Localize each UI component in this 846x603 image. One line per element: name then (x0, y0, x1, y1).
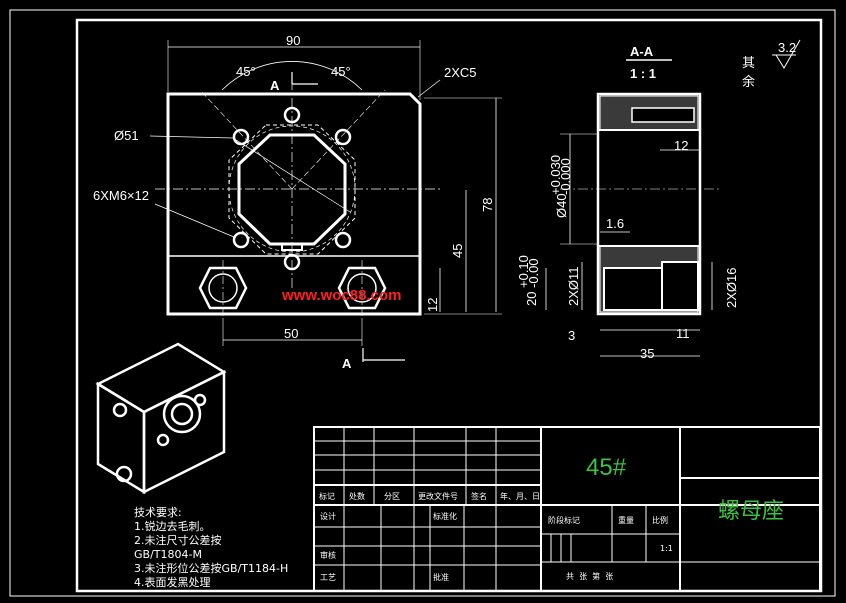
header-date: 年、月、日 (500, 491, 540, 501)
dim-width: 90 (286, 33, 300, 48)
label-process: 工艺 (320, 573, 336, 582)
header-count: 处数 (349, 491, 365, 501)
roughness-symbol (772, 39, 801, 69)
angle-arc (221, 61, 363, 91)
surface-label-1: 其 (742, 56, 755, 71)
title-block (313, 426, 821, 592)
material: 45# (586, 454, 627, 481)
dim-hole-tol-upper: +0.10 (516, 255, 531, 288)
dim-hole-small: 2XØ11 (566, 266, 581, 306)
part-name: 螺母座 (718, 499, 784, 524)
section-mark-bottom: A (342, 356, 352, 371)
angle-line-right (291, 89, 386, 190)
dim-hole-circle: Ø51 (114, 128, 139, 143)
section-view (545, 92, 720, 357)
angle-line-left (199, 89, 293, 190)
label-standardize: 标准化 (433, 511, 457, 521)
dim-hole-tol-lower: -0.00 (526, 258, 541, 288)
part-outline (166, 92, 422, 316)
dim-chamfer: 2XC5 (444, 65, 477, 80)
dim-hole-small-pos: 20 (524, 292, 539, 306)
dim-angle-right: 45° (331, 64, 351, 79)
section-title: A-A (630, 44, 654, 59)
dim-total-width: 35 (640, 346, 654, 361)
header-sign: 签名 (471, 491, 487, 501)
threaded-holes (232, 106, 352, 271)
isometric-view (95, 342, 227, 495)
section-mark-top: A (270, 78, 280, 93)
dim-offset: 3 (568, 328, 575, 343)
notes-title: 技术要求: (134, 506, 182, 519)
dim-bore-tol-upper: +0.030 (548, 155, 563, 195)
notes-line3: GB/T1804-M (134, 548, 202, 561)
label-design: 设计 (320, 511, 336, 521)
dim-height: 78 (480, 198, 495, 212)
dim-bore-tol-lower: -0.000 (558, 158, 573, 195)
roughness-value: 3.2 (778, 40, 796, 55)
scale-value: 1:1 (660, 544, 673, 553)
label-scale: 比例 (652, 515, 668, 525)
dim-angle-left: 45° (236, 64, 256, 79)
label-sheets: 共 张 第 张 (566, 571, 613, 581)
dim-bottom-height: 12 (425, 298, 440, 312)
notes-line4: 3.未注形位公差按GB/T1184-H (134, 561, 288, 575)
dim-threads: 6XM6×12 (93, 188, 149, 203)
dim-step: 11 (676, 326, 690, 341)
dim-center-height: 45 (450, 244, 465, 258)
bore-hidden (228, 124, 356, 255)
outer-border (9, 9, 836, 597)
label-approve: 批准 (433, 572, 449, 582)
notes-line2: 2.未注尺寸公差按 (134, 533, 222, 547)
front-view (149, 40, 502, 362)
section-scale: 1 : 1 (630, 66, 656, 81)
label-review: 审核 (320, 550, 336, 560)
bottom-holes (168, 255, 420, 318)
dim-depth: 12 (674, 138, 688, 153)
dim-bore: Ø40 (554, 193, 569, 218)
header-zone: 分区 (384, 492, 400, 501)
dim-hole-spacing: 50 (284, 326, 298, 341)
watermark: www.woc88.com (281, 287, 401, 304)
dim-hole-large: 2XØ16 (724, 268, 739, 308)
central-bore (237, 133, 347, 246)
notes-line1: 1.锐边去毛刺。 (134, 519, 211, 533)
header-doc: 更改文件号 (418, 491, 458, 501)
label-weight: 重量 (618, 515, 634, 525)
header-mark: 标记 (319, 491, 335, 501)
label-stage-mark: 阶段标记 (548, 515, 580, 525)
surface-label-2: 余 (742, 74, 755, 90)
roughness-local: 1.6 (606, 216, 624, 231)
notes-line5: 4.表面发黑处理 (134, 575, 211, 589)
